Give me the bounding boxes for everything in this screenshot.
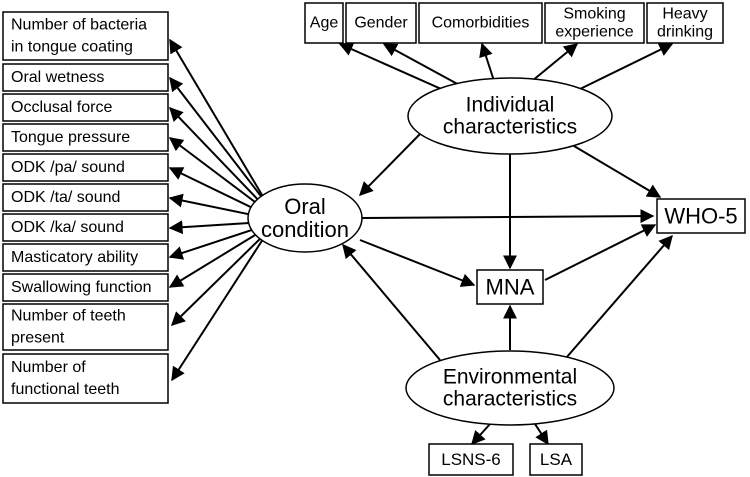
oral-indicator-box-frame xyxy=(2,353,169,404)
oral-indicator-box-label: Number of bacteria xyxy=(11,17,147,34)
oral-indicator-box-frame xyxy=(2,93,169,122)
individual-indicator-box[interactable]: Gender xyxy=(345,2,417,44)
mna-node-frame xyxy=(476,269,544,305)
oral-indicator-box-frame xyxy=(2,303,169,351)
who5-node-label: WHO-5 xyxy=(664,204,737,229)
oral-indicator-box-frame xyxy=(2,213,169,242)
individual-indicator-box-label: Heavy xyxy=(662,6,707,23)
arrow-individual-to-indicator xyxy=(479,42,496,85)
oral-indicator-box-label: Number of teeth xyxy=(11,308,126,325)
individual-indicator-box-label: Gender xyxy=(354,15,408,32)
individual-indicator-box-label: experience xyxy=(555,24,633,41)
arrow-oral-to-indicator xyxy=(169,38,266,201)
individual-characteristics-node-label: characteristics xyxy=(443,116,577,139)
oral-indicator-box-frame xyxy=(2,183,169,212)
arrow-oral-to-indicator xyxy=(169,76,268,205)
arrow-environmental-to-oral xyxy=(342,243,441,361)
oral-indicator-box[interactable]: Swallowing function xyxy=(2,273,169,302)
oral-indicator-box-label: Number of xyxy=(11,359,86,376)
individual-characteristics-node-label: Individual xyxy=(466,94,555,117)
arrow-individual-to-indicator xyxy=(531,43,579,82)
individual-indicator-box-label: drinking xyxy=(657,24,713,41)
individual-indicator-box-frame xyxy=(418,2,543,44)
individual-indicator-box-label: Comorbidities xyxy=(432,15,530,32)
environmental-indicator-box-label: LSNS-6 xyxy=(441,450,501,469)
oral-indicator-box[interactable]: Number of teeth present xyxy=(2,303,169,351)
individual-characteristics-node-ellipse xyxy=(407,77,613,155)
environmental-indicator-box-frame xyxy=(428,443,514,476)
oral-indicator-box-label: Masticatory ability xyxy=(11,249,138,266)
environmental-indicator-box-frame xyxy=(529,443,583,476)
environmental-indicator-box[interactable]: LSA xyxy=(529,443,583,476)
oral-indicator-box-frame xyxy=(2,243,169,272)
individual-indicator-box-label: Age xyxy=(310,15,339,32)
oral-indicator-box[interactable]: Number of functional teeth xyxy=(2,353,169,404)
oral-indicator-box-label: Oral wetness xyxy=(11,69,104,86)
oral-indicator-box[interactable]: ODK /ka/ sound xyxy=(2,213,169,242)
individual-indicator-box-frame xyxy=(544,2,645,44)
oral-indicator-box-label: ODK /ta/ sound xyxy=(11,189,120,206)
arrow-oral-to-indicator xyxy=(168,137,268,212)
arrow-oral-to-indicator xyxy=(168,228,266,288)
oral-indicator-box-frame xyxy=(2,63,169,92)
arrow-environmental-to-lsa xyxy=(534,423,549,446)
arrow-oral-to-indicator xyxy=(170,231,268,326)
arrow-oral-to-mna xyxy=(359,239,476,287)
oral-condition-node-ellipse xyxy=(247,183,363,253)
oral-indicator-box[interactable]: Tongue pressure xyxy=(2,123,169,152)
oral-indicator-box-label: Occlusal force xyxy=(11,99,112,116)
oral-condition-node-label: Oral xyxy=(284,194,326,219)
oral-indicator-box-label: ODK /ka/ sound xyxy=(11,219,124,236)
arrow-mna-to-who5 xyxy=(544,224,657,281)
individual-indicator-box-frame xyxy=(646,2,724,44)
oral-indicator-box[interactable]: Occlusal force xyxy=(2,93,169,122)
mna-node-label: MNA xyxy=(486,275,535,300)
oral-indicator-box[interactable]: ODK /ta/ sound xyxy=(2,183,169,212)
individual-indicator-box-frame xyxy=(345,2,417,44)
oral-indicator-box-label: functional teeth xyxy=(11,381,120,398)
oral-condition-node-label: condition xyxy=(261,217,349,242)
arrow-individual-to-indicator xyxy=(577,43,674,91)
environmental-characteristics-node-ellipse xyxy=(405,350,615,426)
who5-node-frame xyxy=(656,198,746,234)
oral-indicator-box-label: present xyxy=(11,330,65,347)
oral-indicator-box-label: Tongue pressure xyxy=(11,129,130,146)
environmental-indicator-box-label: LSA xyxy=(540,450,573,469)
arrow-oral-to-who5 xyxy=(361,209,655,224)
oral-indicator-box-frame xyxy=(2,153,169,182)
environmental-characteristics-node-label: Environmental xyxy=(443,366,577,389)
oral-indicator-box-label: ODK /pa/ sound xyxy=(11,159,125,176)
environmental-indicator-box[interactable]: LSNS-6 xyxy=(428,443,514,476)
oral-indicator-box-frame xyxy=(2,11,169,61)
arrow-environmental-to-who5 xyxy=(565,234,673,359)
oral-indicator-box[interactable]: ODK /pa/ sound xyxy=(2,153,169,182)
oral-indicator-box-label: Swallowing function xyxy=(11,279,152,296)
environmental-characteristics-node-label: characteristics xyxy=(443,388,577,411)
oral-indicator-box[interactable]: Oral wetness xyxy=(2,63,169,92)
who5-node[interactable]: WHO-5 xyxy=(656,198,746,234)
arrow-individual-to-who5 xyxy=(573,145,662,198)
individual-indicator-box-frame xyxy=(304,2,344,44)
oral-indicator-box[interactable]: Masticatory ability xyxy=(2,243,169,272)
individual-indicator-box[interactable]: Comorbidities xyxy=(418,2,543,44)
individual-indicator-box[interactable]: Age xyxy=(304,2,344,44)
arrow-oral-to-indicator xyxy=(171,235,266,382)
arrow-oral-to-indicator xyxy=(168,167,266,215)
arrow-individual-to-oral xyxy=(359,133,421,196)
arrow-oral-to-indicator xyxy=(169,106,266,208)
mna-node[interactable]: MNA xyxy=(476,269,544,305)
oral-indicator-box-label: in tongue coating xyxy=(11,39,133,56)
oral-indicator-box[interactable]: Number of bacteria in tongue coating xyxy=(2,11,169,61)
arrow-environmental-to-lsns6 xyxy=(471,423,491,446)
individual-indicator-box-label: Smoking xyxy=(563,6,625,23)
oral-indicator-box-frame xyxy=(2,123,169,152)
oral-indicator-box-frame xyxy=(2,273,169,302)
